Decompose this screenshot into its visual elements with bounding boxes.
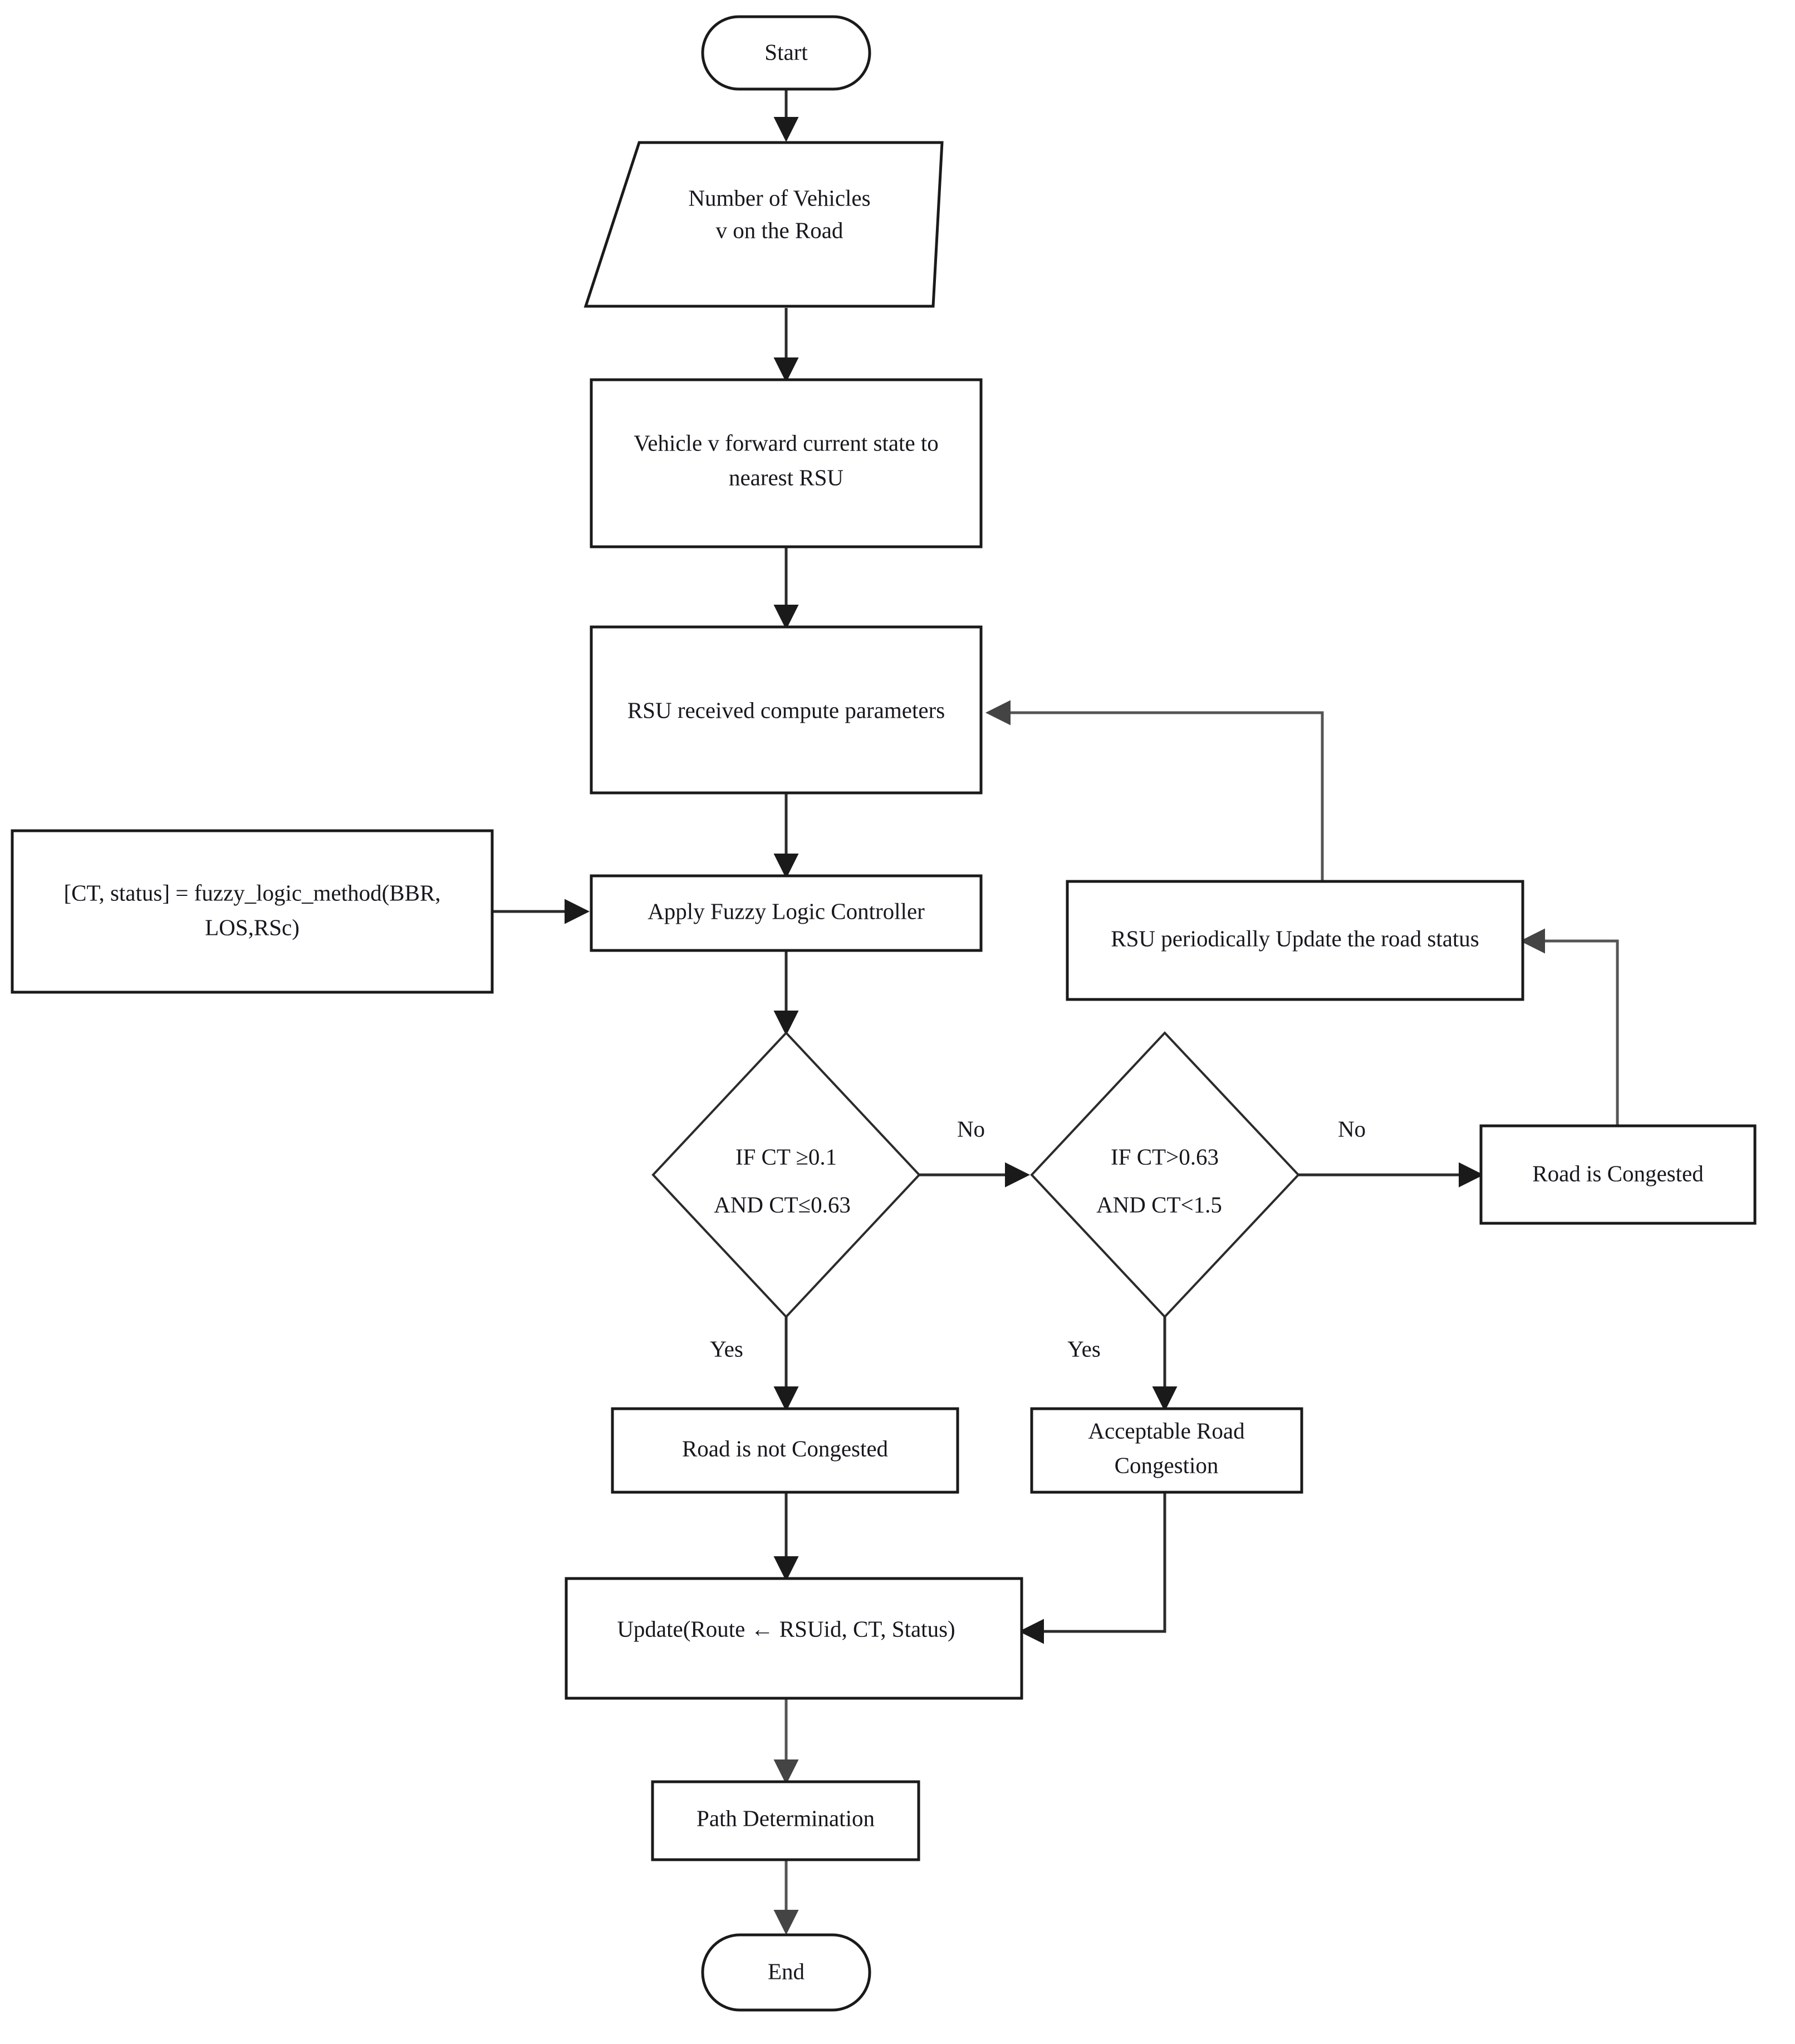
input-vehicles-line2: v on the Road <box>716 217 843 243</box>
node-forward-state[interactable]: Vehicle v forward current state to neare… <box>590 378 983 548</box>
edge-acceptable-to-update <box>1019 1492 1166 1644</box>
node-decision-1[interactable]: IF CT ≥0.1 AND CT≤0.63 <box>651 1031 921 1318</box>
fuzzy-annotation-line2: LOS,RSc) <box>205 914 300 940</box>
fuzzy-annotation-shape <box>11 829 494 994</box>
start-label: Start <box>764 39 808 65</box>
acceptable-shape <box>1030 1407 1303 1494</box>
input-vehicles-shape <box>583 141 944 308</box>
edge-rsu-update-to-rsu-received <box>985 700 1324 881</box>
decision-1-line2: AND CT≤0.63 <box>714 1192 851 1217</box>
node-fuzzy-annotation[interactable]: [CT, status] = fuzzy_logic_method(BBR, L… <box>11 829 494 994</box>
path-determination-label: Path Determination <box>697 1805 875 1831</box>
forward-state-line1: Vehicle v forward current state to <box>634 430 939 455</box>
node-road-not-congested[interactable]: Road is not Congested <box>611 1407 959 1494</box>
road-congested-shape <box>1479 1124 1757 1225</box>
node-path-determination[interactable]: Path Determination <box>651 1780 920 1861</box>
node-decision-2[interactable]: IF CT>0.63 AND CT<1.5 <box>1030 1031 1300 1318</box>
apply-flc-shape <box>590 874 983 952</box>
decision-2-line1: IF CT>0.63 <box>1111 1144 1219 1169</box>
edge-label-layer: No Yes No Yes <box>710 1116 1366 1361</box>
edge-label-decision1-yes: Yes <box>710 1336 743 1361</box>
update-route-shape <box>565 1577 1023 1700</box>
fuzzy-annotation-line1: [CT, status] = fuzzy_logic_method(BBR, <box>63 880 440 905</box>
edge-label-decision2-yes: Yes <box>1067 1336 1101 1361</box>
edge-label-decision1-no: No <box>957 1116 985 1141</box>
rsu-update-label: RSU periodically Update the road status <box>1111 925 1479 951</box>
node-rsu-update[interactable]: RSU periodically Update the road status <box>1066 880 1524 1001</box>
road-not-congested-label: Road is not Congested <box>682 1435 888 1461</box>
edge-congested-to-rsu-update <box>1520 928 1619 1126</box>
node-end[interactable]: End <box>701 1933 871 2012</box>
edge-label-decision2-no: No <box>1338 1116 1366 1141</box>
decision-2-line2: AND CT<1.5 <box>1096 1192 1222 1217</box>
node-apply-flc[interactable]: Apply Fuzzy Logic Controller <box>590 874 983 952</box>
decision-1-line1: IF CT ≥0.1 <box>735 1144 837 1169</box>
node-rsu-received[interactable]: RSU received compute parameters <box>590 625 983 795</box>
edge-layer <box>493 89 1619 1935</box>
decision-1-shape <box>651 1031 921 1318</box>
node-start[interactable]: Start <box>701 15 871 91</box>
road-congested-label: Road is Congested <box>1532 1160 1703 1186</box>
road-not-congested-shape <box>611 1407 959 1494</box>
forward-state-line2: nearest RSU <box>729 464 843 490</box>
rsu-received-label: RSU received compute parameters <box>627 697 945 723</box>
end-shape <box>701 1933 871 2012</box>
update-route-label: Update(Route ← RSUid, CT, Status) <box>617 1616 955 1641</box>
node-road-congested[interactable]: Road is Congested <box>1479 1124 1757 1225</box>
rsu-update-shape <box>1066 880 1524 1001</box>
input-vehicles-line1: Number of Vehicles <box>688 185 870 210</box>
path-determination-shape <box>651 1780 920 1861</box>
acceptable-line2: Congestion <box>1115 1452 1219 1478</box>
apply-flc-label: Apply Fuzzy Logic Controller <box>648 898 925 924</box>
start-shape <box>701 15 871 91</box>
node-acceptable[interactable]: Acceptable Road Congestion <box>1030 1407 1303 1494</box>
node-input-vehicles[interactable]: Number of Vehicles v on the Road <box>583 141 944 308</box>
forward-state-shape <box>590 378 983 548</box>
node-update-route[interactable]: Update(Route ← RSUid, CT, Status) <box>565 1577 1023 1700</box>
decision-2-shape <box>1030 1031 1300 1318</box>
rsu-received-shape <box>590 625 983 795</box>
end-label: End <box>768 1958 805 1984</box>
acceptable-line1: Acceptable Road <box>1088 1418 1244 1443</box>
